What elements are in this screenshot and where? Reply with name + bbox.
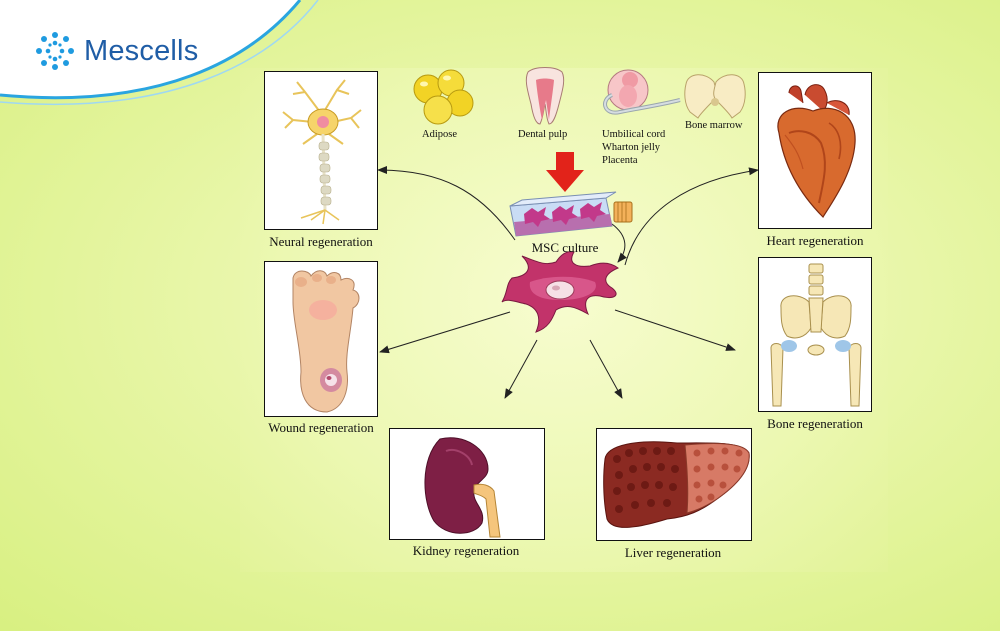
wound-regeneration-card	[264, 261, 378, 417]
msc-cell-icon	[501, 251, 619, 333]
source-label-wharton-jelly: Wharton jelly	[602, 142, 661, 153]
arrow-to-liver	[589, 339, 623, 399]
kidney-regeneration-label: Kidney regeneration	[412, 543, 520, 558]
arrow-culture-to-cell	[611, 223, 627, 263]
kidney-icon	[424, 437, 501, 538]
neural-regeneration-label: Neural regeneration	[269, 234, 373, 249]
adipose-icon	[413, 69, 474, 125]
source-label-placenta: Placenta	[602, 155, 638, 166]
bone-regeneration-label: Bone regeneration	[767, 416, 863, 431]
source-label-dental-pulp: Dental pulp	[518, 129, 568, 140]
liver-regeneration-card	[596, 428, 752, 541]
neural-regeneration-card	[264, 71, 378, 230]
mescells-logo-icon	[36, 32, 74, 70]
arrow-to-neural	[377, 166, 516, 241]
arrow-to-kidney	[504, 339, 538, 399]
source-label-umbilical-cord: Umbilical cord	[602, 129, 666, 140]
pelvis-small-icon	[684, 74, 746, 119]
bone-regeneration-card	[758, 257, 872, 412]
culture-flask-icon	[509, 191, 633, 237]
arrow-to-heart	[624, 167, 759, 266]
foot-wound-icon	[292, 270, 360, 413]
tooth-icon	[525, 67, 565, 125]
arrow-to-wound	[379, 311, 511, 354]
neuron-icon	[282, 79, 362, 225]
source-label-bone-marrow: Bone marrow	[685, 120, 743, 131]
brand-name: Mescells	[84, 34, 199, 67]
wound-regeneration-label: Wound regeneration	[268, 420, 374, 435]
liver-regeneration-label: Liver regeneration	[624, 545, 722, 560]
heart-icon	[777, 84, 856, 218]
msc-culture-label: MSC culture	[531, 240, 599, 255]
red-down-arrow-icon	[546, 152, 584, 192]
pelvis-bone-icon	[770, 263, 862, 407]
kidney-regeneration-card	[389, 428, 545, 540]
liver-icon	[603, 441, 750, 528]
arrow-to-bone	[614, 309, 736, 351]
brand-wave	[0, 0, 319, 106]
source-label-adipose: Adipose	[422, 129, 457, 140]
heart-regeneration-label: Heart regeneration	[766, 233, 864, 248]
heart-regeneration-card	[758, 72, 872, 229]
brand-logo[interactable]: Mescells	[34, 30, 198, 72]
fetus-icon	[603, 69, 681, 115]
